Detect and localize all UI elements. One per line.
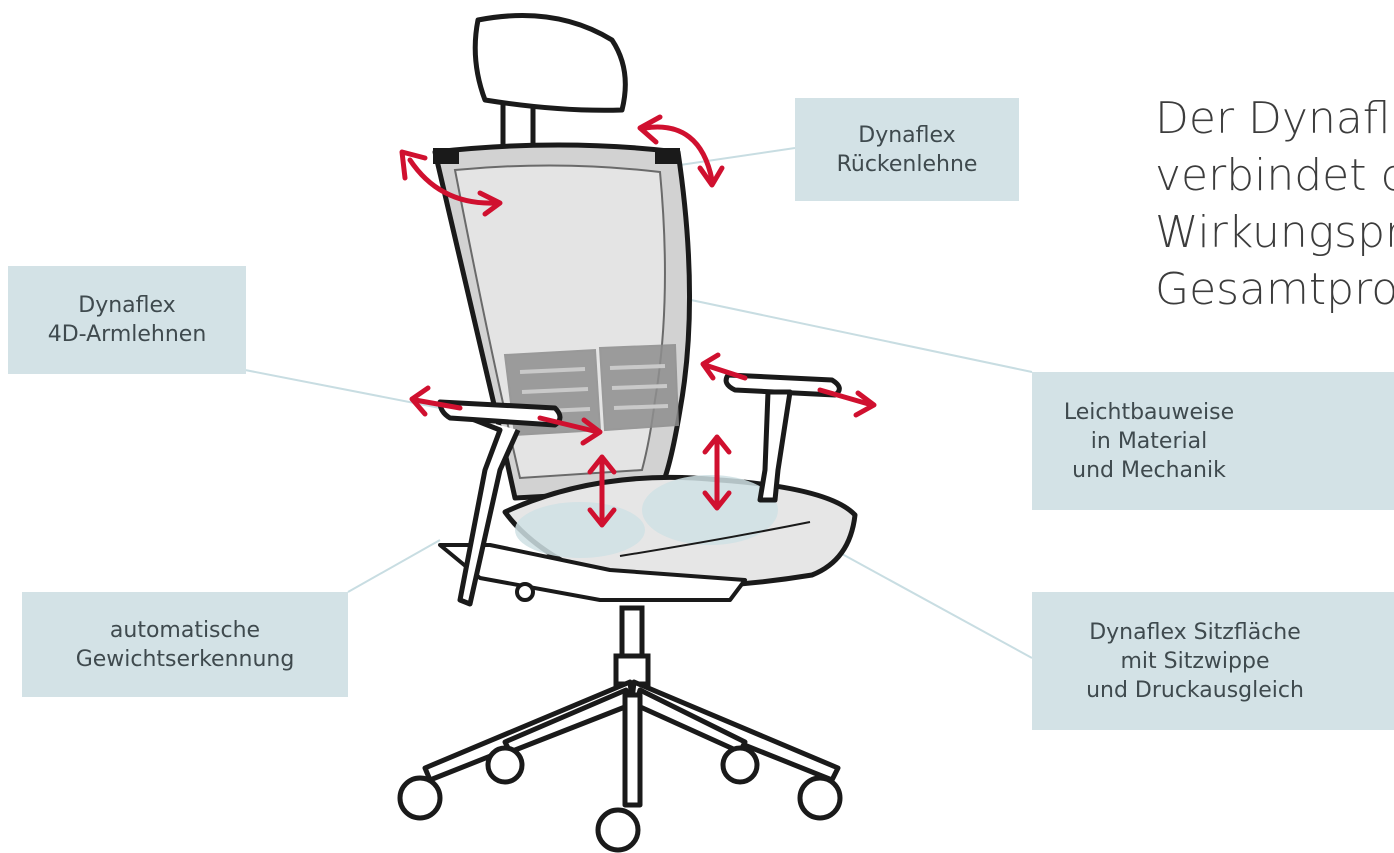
- gas-lift-collar: [616, 656, 648, 684]
- headrest: [475, 16, 625, 156]
- label-sitzflaeche-line-3: und Druckausgleich: [1086, 676, 1304, 705]
- leader-gewicht: [348, 540, 440, 592]
- label-armlehnen-line-2: 4D-Armlehnen: [48, 320, 207, 349]
- headline: Der Dynafle verbindet d Wirkungspr Gesam…: [1155, 90, 1394, 318]
- headrest-pad: [475, 16, 625, 111]
- caster-4: [723, 748, 757, 782]
- label-armlehnen-line-1: Dynaflex: [78, 291, 175, 320]
- caster-5: [800, 778, 840, 818]
- label-leichtbau-line-2: in Material: [1091, 427, 1207, 456]
- label-gewicht: automatische Gewichtserkennung: [22, 592, 348, 697]
- seat-zone-right: [642, 475, 778, 545]
- caster-2: [488, 748, 522, 782]
- seat-zone-left: [515, 502, 645, 558]
- headline-line-1: Der Dynafle: [1155, 90, 1394, 147]
- label-leichtbau: Leichtbauweise in Material und Mechanik: [1032, 372, 1394, 510]
- label-leichtbau-line-3: und Mechanik: [1072, 456, 1226, 485]
- label-sitzflaeche: Dynaflex Sitzfläche mit Sitzwippe und Dr…: [1032, 592, 1394, 730]
- label-leichtbau-line-1: Leichtbauweise: [1064, 398, 1234, 427]
- mechanism-knob: [517, 584, 533, 600]
- label-gewicht-line-2: Gewichtserkennung: [76, 645, 295, 674]
- backrest-cap-right: [655, 148, 680, 164]
- headline-line-3: Wirkungspr: [1155, 204, 1394, 261]
- label-rueckenlehne-line-2: Rückenlehne: [837, 150, 978, 179]
- headline-line-2: verbindet d: [1155, 147, 1394, 204]
- label-sitzflaeche-line-2: mit Sitzwippe: [1121, 647, 1270, 676]
- label-rueckenlehne-line-1: Dynaflex: [858, 121, 955, 150]
- chair-base: [425, 682, 838, 805]
- leader-armlehnen: [245, 370, 440, 408]
- label-gewicht-line-1: automatische: [110, 616, 260, 645]
- label-armlehnen: Dynaflex 4D-Armlehnen: [8, 266, 246, 374]
- caster-1: [400, 778, 440, 818]
- headline-line-4: Gesamtproc: [1155, 261, 1394, 318]
- leader-rueckenlehne: [680, 148, 795, 165]
- label-sitzflaeche-line-1: Dynaflex Sitzfläche: [1089, 618, 1301, 647]
- label-rueckenlehne: Dynaflex Rückenlehne: [795, 98, 1019, 201]
- caster-3: [598, 810, 638, 850]
- backrest-cap-left: [433, 148, 459, 164]
- gas-lift: [622, 608, 642, 660]
